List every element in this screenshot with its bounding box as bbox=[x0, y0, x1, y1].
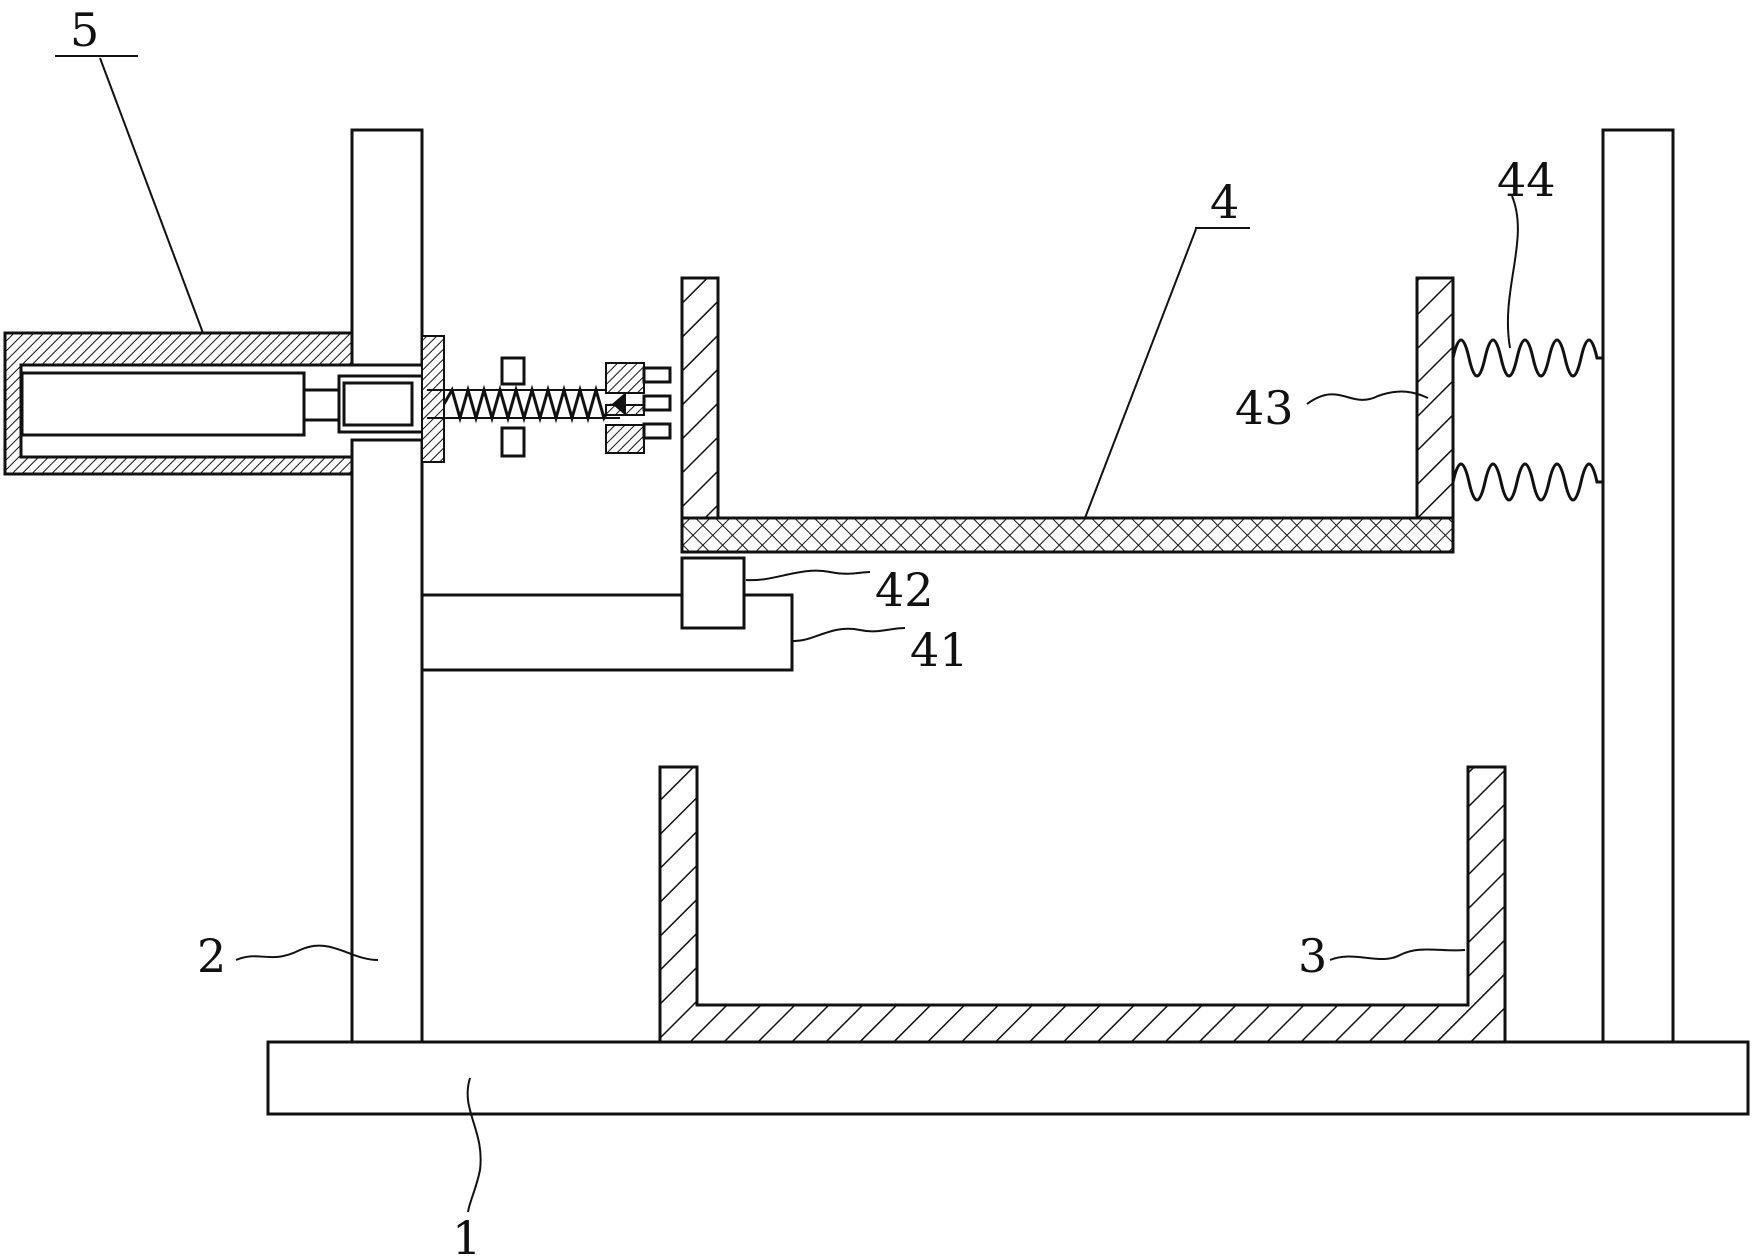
upper-screen-frame bbox=[680, 276, 1455, 554]
label-2: 2 bbox=[197, 929, 226, 983]
lower-tray bbox=[658, 765, 1507, 1044]
cylinder-body bbox=[20, 371, 306, 437]
label-43: 43 bbox=[1235, 381, 1294, 435]
cylinder-housing-5 bbox=[3, 331, 354, 476]
label-4: 4 bbox=[1210, 175, 1239, 229]
push-block-inner bbox=[342, 381, 414, 427]
hammer-head bbox=[605, 362, 672, 454]
leader-lines bbox=[55, 55, 1519, 1213]
spring-upper-44 bbox=[1451, 338, 1603, 378]
slider-block-42 bbox=[680, 556, 746, 630]
spring-lower-44 bbox=[1451, 462, 1603, 502]
label-3: 3 bbox=[1298, 929, 1327, 983]
label-42: 42 bbox=[875, 563, 934, 617]
label-1: 1 bbox=[452, 1211, 481, 1260]
stop-collar-top bbox=[500, 356, 526, 386]
fixed-plate bbox=[421, 335, 445, 463]
stop-collar-bottom bbox=[500, 426, 526, 458]
label-5: 5 bbox=[70, 3, 99, 57]
rod-spring bbox=[442, 384, 614, 424]
right-column bbox=[1601, 128, 1675, 1044]
left-column bbox=[350, 128, 424, 1044]
screen-mesh bbox=[680, 516, 1455, 554]
label-44: 44 bbox=[1497, 153, 1556, 207]
base-plate bbox=[266, 1040, 1750, 1116]
label-41: 41 bbox=[910, 623, 969, 677]
piston-rod bbox=[302, 388, 341, 422]
screen-side-plate-43 bbox=[1415, 276, 1455, 520]
